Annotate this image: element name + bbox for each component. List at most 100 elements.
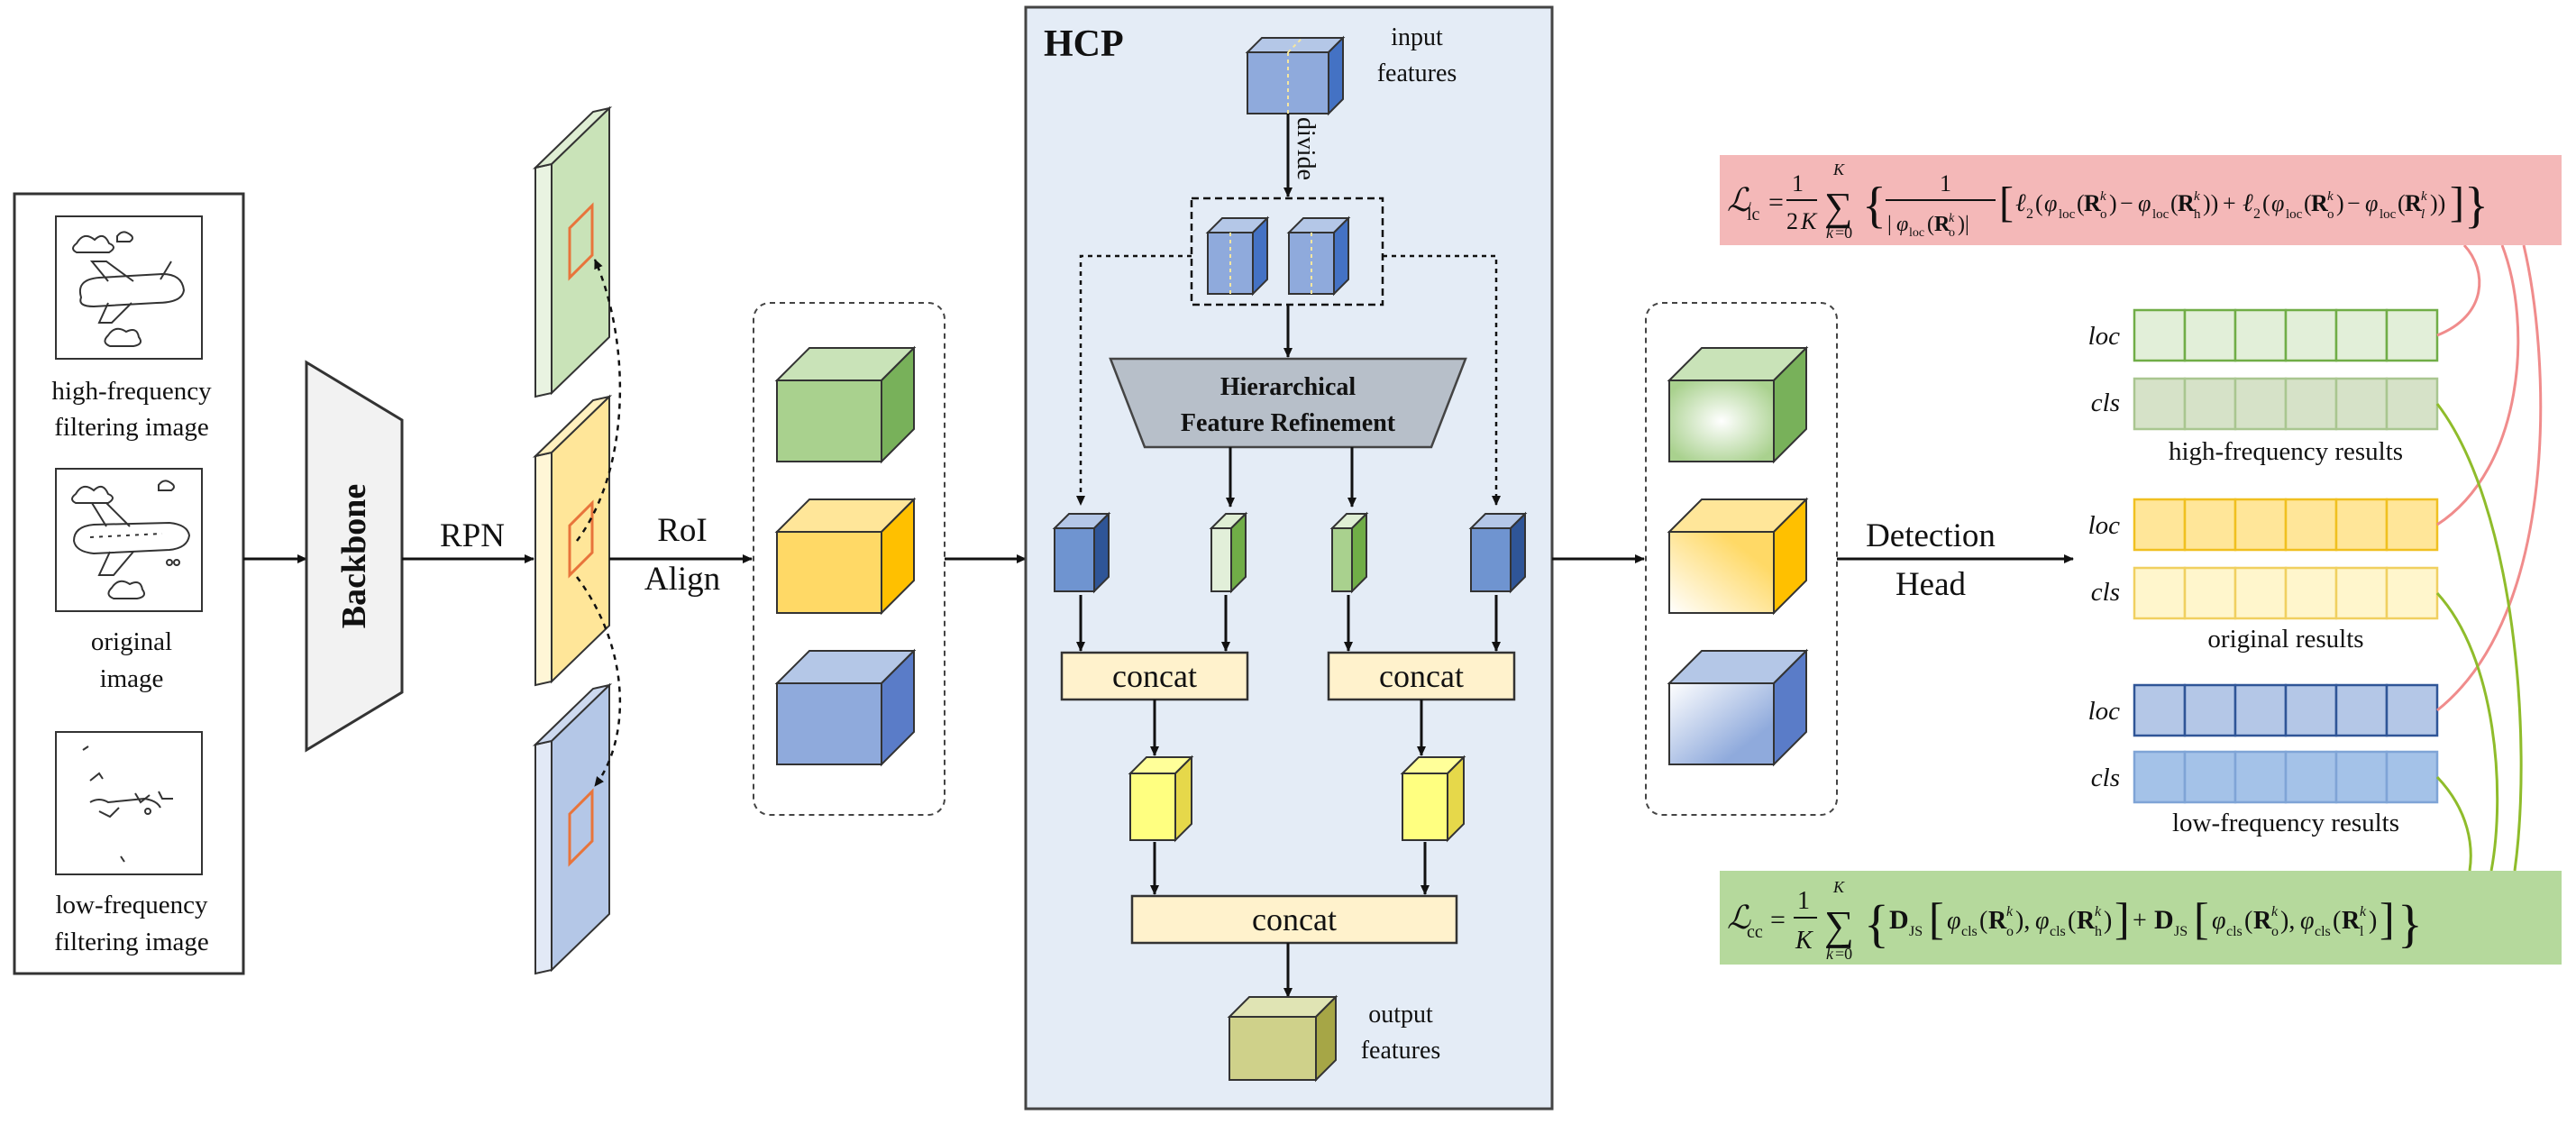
- svg-text:]: ]: [2115, 893, 2130, 944]
- hfr-label-line2: Feature Refinement: [1181, 409, 1396, 437]
- svg-text:R: R: [2253, 907, 2272, 935]
- concat-left-box: concat: [1060, 651, 1249, 701]
- loc-label-original: loc: [2088, 511, 2121, 540]
- svg-text:φ: φ: [2300, 907, 2315, 935]
- rpn-label: RPN: [440, 517, 505, 554]
- svg-text:(: (: [2398, 190, 2406, 216]
- svg-text:2: 2: [2026, 206, 2033, 222]
- svg-text:h: h: [2095, 924, 2102, 939]
- svg-text:)): )): [2430, 190, 2445, 216]
- svg-text:R: R: [2342, 907, 2361, 935]
- svg-text:loc: loc: [2059, 207, 2076, 222]
- proposal-share-arrow-up: [575, 259, 622, 542]
- svg-text:JS: JS: [2174, 924, 2188, 939]
- hcp-title: HCP: [1044, 23, 1124, 65]
- concat-bottom-box: concat: [1130, 894, 1458, 945]
- caption-low: low-frequency results: [2172, 809, 2399, 837]
- svg-text:(: (: [2262, 190, 2270, 216]
- rpn-proposal-box-1: [568, 202, 594, 281]
- svg-text:o: o: [2327, 207, 2334, 222]
- svg-text:o: o: [2100, 207, 2107, 222]
- hcp-feature-cube-green-left: [1209, 511, 1248, 594]
- input-label-1-line2: filtering image: [54, 413, 209, 442]
- hcp-output-features-cube: [1227, 994, 1338, 1083]
- svg-text:∑: ∑: [1824, 185, 1852, 229]
- cls-label-low: cls: [2091, 764, 2120, 792]
- refined-cube-blue: [1667, 648, 1809, 767]
- svg-text:R: R: [2178, 190, 2195, 216]
- svg-text:∑: ∑: [1824, 902, 1854, 948]
- svg-text:(: (: [2077, 190, 2085, 216]
- svg-text:k: k: [1826, 945, 1834, 963]
- feature-map-original: [532, 394, 613, 687]
- hcp-input-label-line1: input: [1391, 23, 1443, 51]
- svg-text:R: R: [1988, 907, 2007, 935]
- detection-head-label-line2: Head: [1895, 566, 1967, 603]
- svg-text:(: (: [2244, 907, 2252, 935]
- loss-cc-subscript: cc: [1747, 922, 1763, 942]
- svg-text:loc: loc: [2380, 207, 2397, 222]
- loc-label-low: loc: [2088, 697, 2121, 726]
- svg-text:(: (: [2304, 190, 2312, 216]
- svg-text:R: R: [2311, 190, 2328, 216]
- caption-original: original results: [2207, 625, 2363, 654]
- svg-text:cls: cls: [2050, 924, 2066, 939]
- svg-text:(: (: [2035, 190, 2043, 216]
- hcp-input-features-cube: [1245, 35, 1346, 116]
- svg-text:l: l: [2360, 924, 2364, 939]
- caption-high: high-frequency results: [2169, 437, 2403, 466]
- input-panel: high-frequency filtering image original …: [13, 192, 245, 975]
- svg-text:−: −: [2120, 190, 2133, 216]
- low-frequency-thumbnail: [55, 731, 203, 875]
- svg-text:R: R: [1934, 213, 1950, 236]
- svg-text:(: (: [2068, 907, 2076, 935]
- svg-text:1: 1: [1792, 170, 1804, 197]
- svg-text:{: {: [1862, 178, 1886, 233]
- svg-text:): ): [2104, 907, 2112, 935]
- divide-label: divide: [1292, 117, 1320, 180]
- fused-cube-right: [1400, 754, 1466, 843]
- svg-text:φ: φ: [2044, 190, 2057, 216]
- svg-text:h: h: [2194, 207, 2201, 222]
- original-image-thumbnail: [55, 468, 203, 612]
- input-label-2-line1: original: [91, 627, 172, 656]
- svg-text:k: k: [2327, 189, 2334, 204]
- svg-text:k: k: [2006, 904, 2014, 919]
- cc-curve-low: [2435, 775, 2472, 872]
- svg-text:)|: )|: [1958, 213, 1969, 236]
- cls-label-high: cls: [2091, 389, 2120, 417]
- svg-text:k: k: [1826, 224, 1834, 242]
- backbone-block: Backbone: [305, 360, 404, 753]
- svg-text:[: [: [2194, 893, 2209, 944]
- svg-text:K: K: [1795, 927, 1813, 955]
- svg-text:+: +: [2223, 190, 2236, 216]
- input-label-3-line1: low-frequency: [55, 891, 208, 919]
- loss-cc-symbol: ℒ: [1727, 900, 1751, 936]
- svg-text:k: k: [2100, 189, 2106, 204]
- roi-align-label-line2: Align: [644, 561, 720, 598]
- svg-text:cls: cls: [2226, 924, 2243, 939]
- hcp-output-label-line2: features: [1361, 1037, 1441, 1065]
- svg-text:φ: φ: [2138, 190, 2151, 216]
- refined-cube-green: [1667, 345, 1809, 464]
- svg-text:ℓ: ℓ: [2243, 189, 2253, 217]
- roi-cube-blue: [774, 648, 917, 767]
- loc-vector-low: [2133, 683, 2439, 737]
- svg-text:K: K: [1800, 208, 1818, 234]
- roi-cube-green: [774, 345, 917, 464]
- svg-text:|: |: [1887, 213, 1892, 236]
- svg-text:φ: φ: [2212, 907, 2226, 935]
- svg-text:D: D: [1889, 905, 1909, 935]
- concat-left-label: concat: [1112, 658, 1197, 694]
- svg-text:]: ]: [2450, 178, 2464, 226]
- svg-text:k: k: [2360, 904, 2367, 919]
- svg-text:): ): [2369, 907, 2377, 935]
- results-original: loc cls original results: [2088, 498, 2439, 654]
- svg-text:[: [: [1929, 893, 1944, 944]
- proposal-share-arrow-down: [575, 576, 622, 787]
- hfr-label-line1: Hierarchical: [1220, 373, 1357, 401]
- svg-text:k: k: [2194, 189, 2200, 204]
- svg-text:=: =: [1768, 187, 1784, 217]
- cc-curve-high: [2435, 403, 2523, 872]
